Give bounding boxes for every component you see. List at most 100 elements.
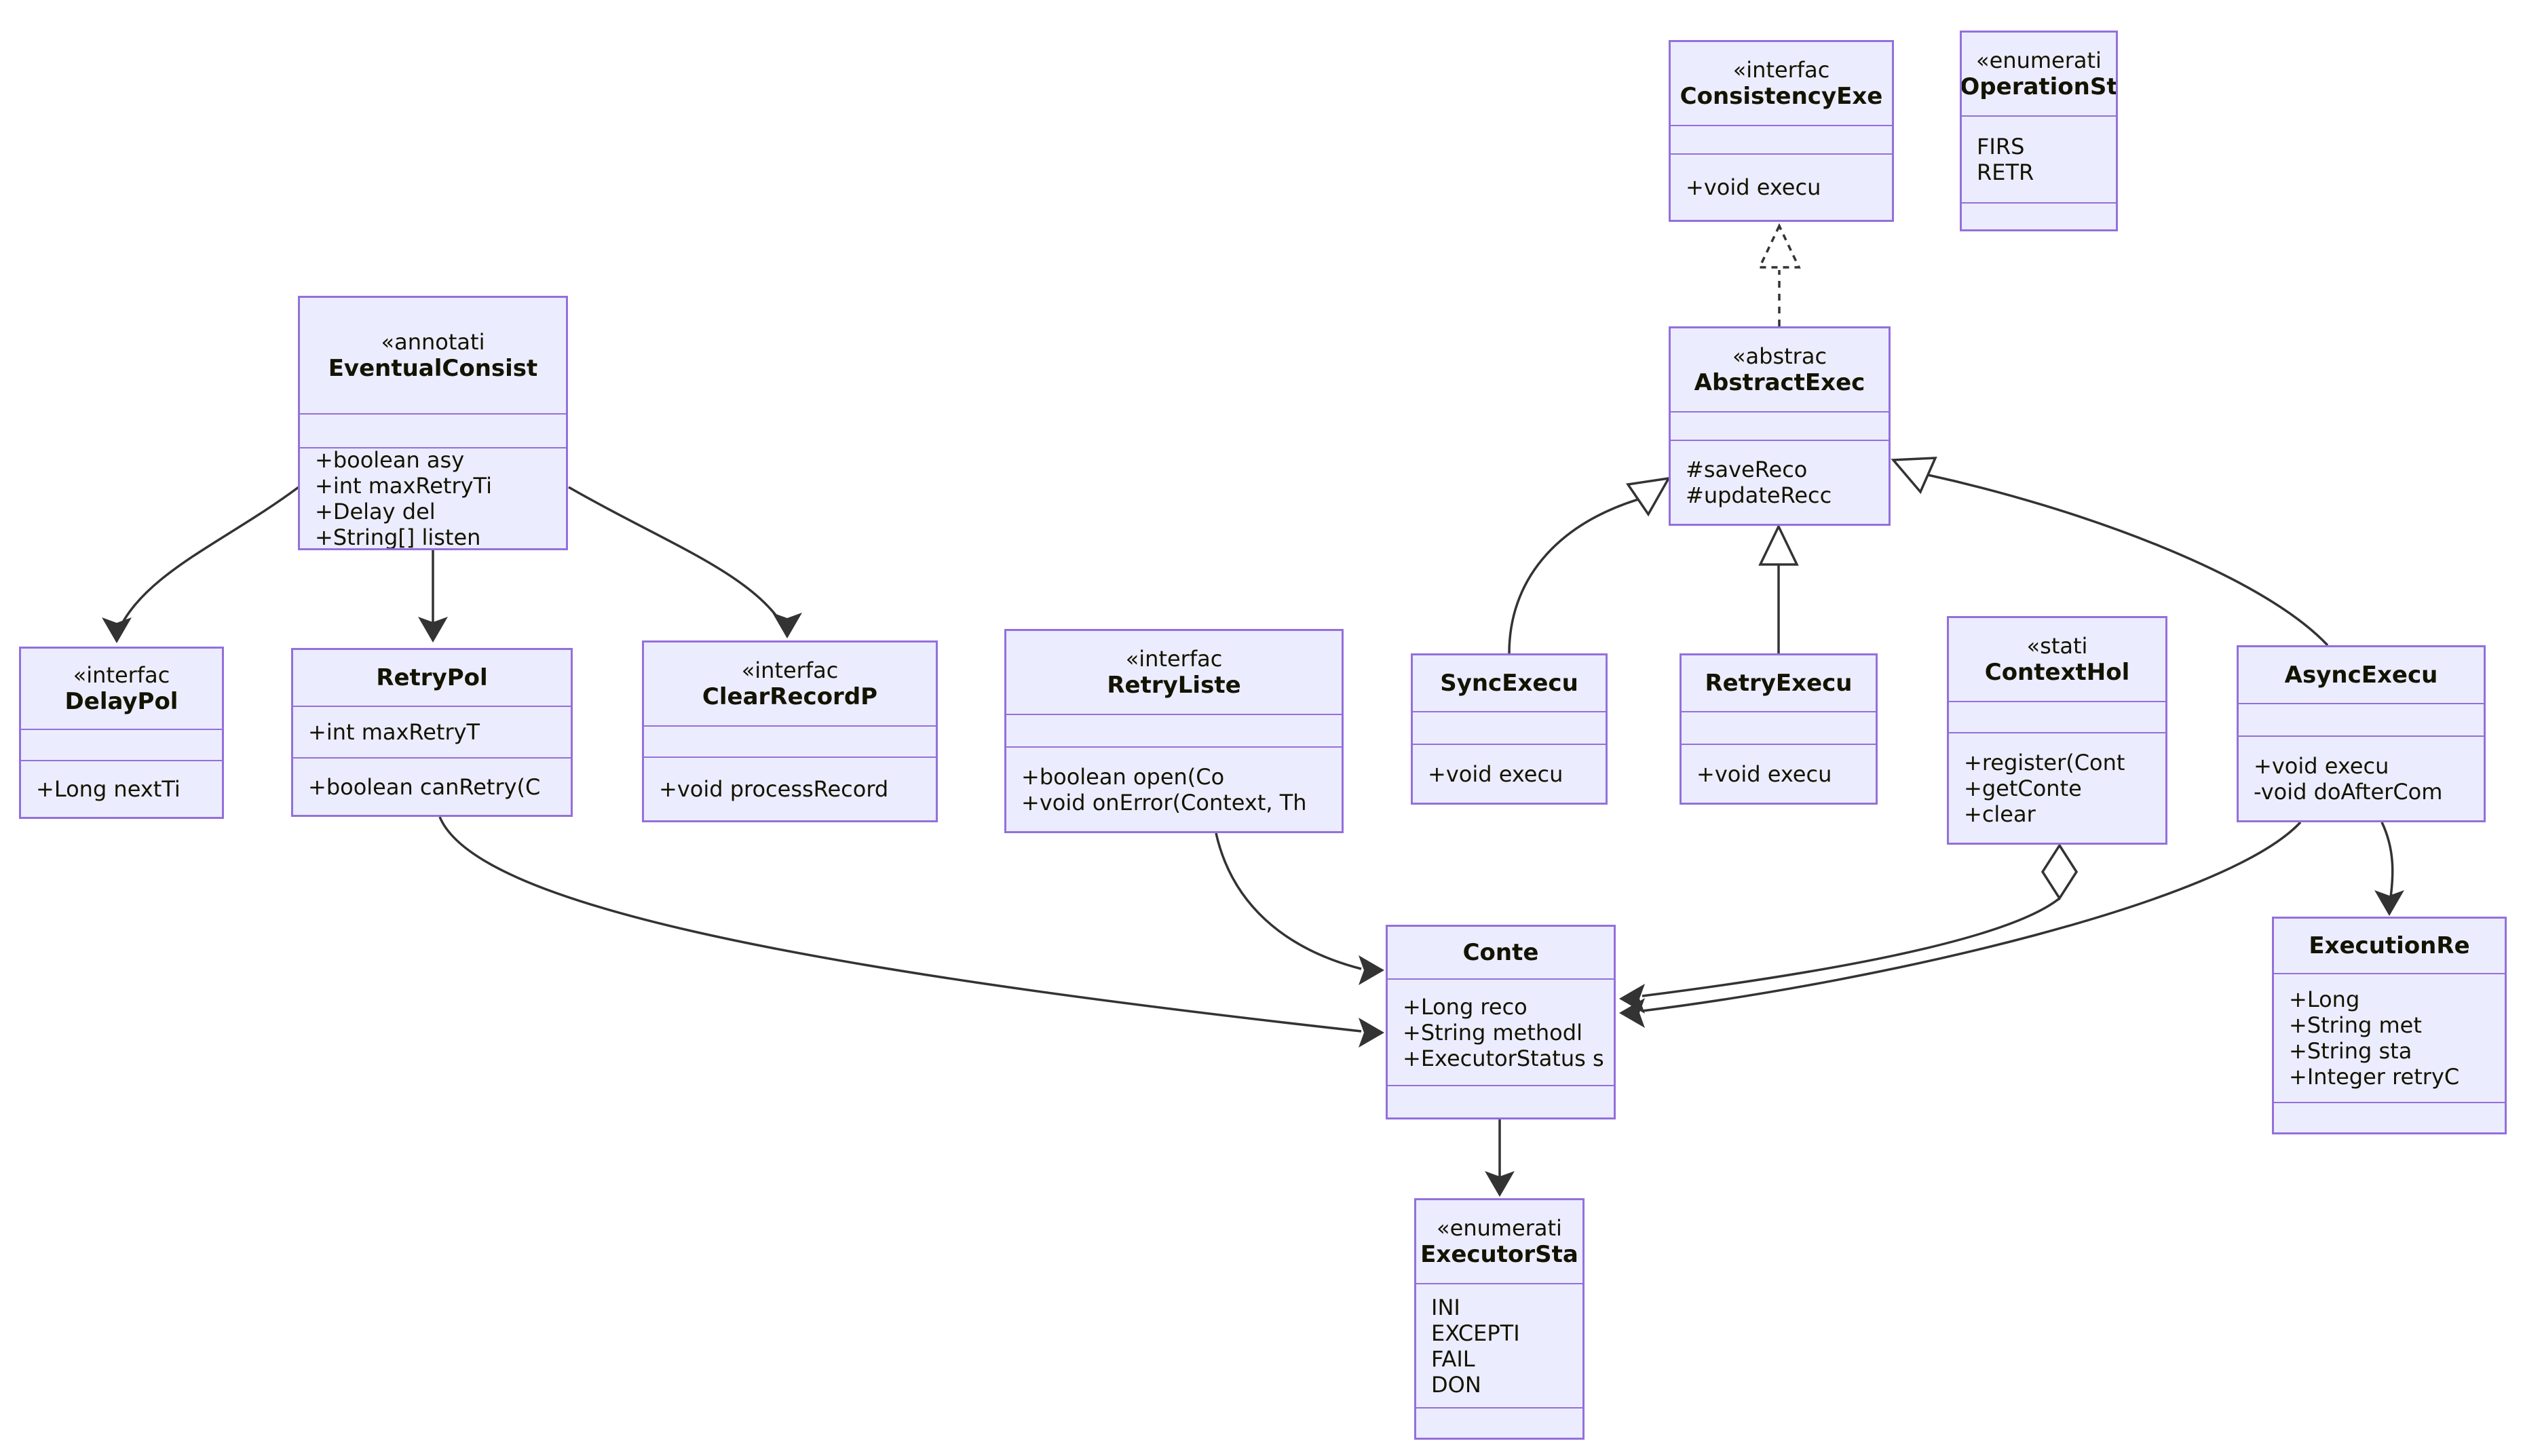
enum-value: INI — [1431, 1294, 1460, 1320]
edge-retryliste-conte — [1215, 832, 1362, 970]
class-title: «enumerati ExecutorSta — [1416, 1200, 1582, 1283]
class-title: SyncExecu — [1413, 655, 1606, 711]
methods-compartment — [1962, 202, 2116, 229]
edge-retrypol-conte — [438, 816, 1362, 1033]
edge-asyncexecu-conte — [1642, 821, 2302, 1012]
stereotype-label: «enumerati — [1437, 1215, 1562, 1241]
method: +clear — [1964, 801, 2036, 827]
attributes-compartment — [21, 729, 222, 760]
class-executor-st: «enumerati ExecutorSta INI EXCEPTI FAIL … — [1414, 1198, 1585, 1440]
method: +void execu — [1696, 761, 1832, 787]
edge-eventualconsist-delaypol — [115, 486, 300, 635]
method: +Delay del — [315, 498, 436, 524]
class-consistency-exe: «interfac ConsistencyExe +void execu — [1669, 40, 1894, 222]
arrowhead-delaypol — [102, 617, 132, 643]
arrowhead-executionre — [2374, 890, 2404, 916]
methods-compartment: +void processRecord — [644, 756, 936, 820]
method: +register(Cont — [1964, 749, 2125, 775]
attribute: +Integer retryC — [2289, 1064, 2460, 1090]
class-title: «interfac DelayPol — [21, 649, 222, 729]
methods-compartment: +boolean canRetry(C — [293, 757, 571, 815]
arrowhead-executorst — [1485, 1171, 1515, 1197]
class-execution-re: ExecutionRe +Long +String met +String st… — [2272, 917, 2507, 1134]
class-title: «annotati EventualConsist — [300, 298, 566, 413]
attributes-compartment — [1006, 714, 1342, 746]
class-name: DelayPol — [64, 688, 178, 715]
attributes-compartment — [2239, 703, 2484, 735]
class-title: «abstrac AbstractExec — [1671, 328, 1889, 411]
method: +void onError(Context, Th — [1021, 789, 1307, 816]
class-abstract-exec: «abstrac AbstractExec #saveReco #updateR… — [1669, 326, 1891, 526]
enum-value: FIRS — [1977, 134, 2025, 159]
class-title: «interfac ConsistencyExe — [1671, 42, 1892, 125]
attributes-compartment: +int maxRetryT — [293, 706, 571, 757]
class-name: OperationSt — [1962, 73, 2116, 100]
class-async-execu: AsyncExecu +void execu -void doAfterCom — [2237, 645, 2486, 822]
method: +void processRecord — [659, 776, 889, 802]
methods-compartment: +boolean open(Co +void onError(Context, … — [1006, 746, 1342, 831]
class-retry-execu: RetryExecu +void execu — [1680, 653, 1878, 805]
edge-contexthol-conte — [1642, 897, 2061, 997]
method: +void execu — [2254, 752, 2389, 779]
method: +int maxRetryTi — [315, 472, 492, 499]
attribute: +String met — [2289, 1012, 2422, 1038]
methods-compartment: #saveReco #updateRecc — [1671, 440, 1889, 524]
class-name: ContextHol — [1984, 659, 2130, 686]
class-title: «enumerati OperationSt — [1962, 33, 2116, 115]
enum-value: EXCEPTI — [1431, 1320, 1520, 1346]
attributes-compartment — [1413, 711, 1606, 744]
attributes-compartment — [1671, 125, 1892, 153]
stereotype-label: «interfac — [1125, 646, 1223, 672]
triangle-retryexecu-inherits — [1758, 523, 1799, 566]
edge-eventualconsist-clearrecordp — [568, 486, 787, 630]
stereotype-label: «interfac — [1732, 57, 1830, 83]
class-name: AbstractExec — [1694, 369, 1865, 396]
class-name: RetryExecu — [1705, 670, 1853, 697]
class-retry-liste: «interfac RetryListe +boolean open(Co +v… — [1004, 629, 1344, 833]
class-title: RetryExecu — [1682, 655, 1876, 711]
class-title: «interfac ClearRecordP — [644, 643, 936, 725]
stereotype-label: «stati — [2026, 633, 2088, 659]
enum-value: RETR — [1977, 159, 2034, 185]
stereotype-label: «annotati — [381, 329, 485, 355]
attribute: +ExecutorStatus s — [1403, 1045, 1604, 1071]
method: +boolean canRetry(C — [308, 773, 541, 800]
class-name: ExecutorSta — [1420, 1241, 1578, 1268]
methods-compartment — [1388, 1085, 1614, 1117]
attribute: +int maxRetryT — [308, 719, 480, 745]
methods-compartment: +void execu — [1671, 153, 1892, 220]
class-title: Conte — [1388, 927, 1614, 978]
class-name: Conte — [1462, 939, 1539, 966]
methods-compartment: +void execu — [1682, 744, 1876, 803]
attributes-compartment — [1682, 711, 1876, 744]
class-name: RetryPol — [376, 664, 488, 691]
method: +boolean open(Co — [1021, 763, 1225, 790]
methods-compartment: +boolean asy +int maxRetryTi +Delay del … — [300, 447, 566, 548]
methods-compartment — [2274, 1102, 2505, 1132]
triangle-realization-consistencyexe — [1758, 223, 1801, 269]
method: +boolean asy — [315, 447, 465, 473]
class-eventual-consist: «annotati EventualConsist +boolean asy +… — [298, 296, 568, 550]
class-context-hol: «stati ContextHol +register(Cont +getCon… — [1947, 616, 2167, 845]
class-delay-pol: «interfac DelayPol +Long nextTi — [19, 647, 224, 819]
triangle-asyncexecu-inherits — [1891, 457, 1937, 495]
method: -void doAfterCom — [2254, 778, 2443, 805]
class-name: ConsistencyExe — [1680, 83, 1883, 110]
method: +void execu — [1428, 761, 1563, 787]
attributes-compartment — [1671, 411, 1889, 440]
diamond-contexthol-aggregation — [2041, 843, 2079, 901]
methods-compartment — [1416, 1407, 1582, 1438]
methods-compartment: +register(Cont +getConte +clear — [1949, 732, 2165, 843]
class-name: EventualConsist — [328, 355, 538, 382]
edge-asyncexecu-abstractexec — [1927, 474, 2329, 647]
arrowhead-conte-from-retryliste — [1359, 955, 1384, 985]
arrowhead-conte-from-asyncexecu — [1619, 998, 1645, 1028]
attributes-compartment — [300, 413, 566, 447]
class-sync-execu: SyncExecu +void execu — [1411, 653, 1608, 805]
class-conte: Conte +Long reco +String methodl +Execut… — [1386, 925, 1616, 1119]
arrowhead-conte-from-retrypol — [1359, 1018, 1384, 1048]
class-title: «interfac RetryListe — [1006, 631, 1342, 714]
attributes-compartment: +Long +String met +String sta +Integer r… — [2274, 973, 2505, 1102]
attribute: +String methodl — [1403, 1019, 1582, 1046]
